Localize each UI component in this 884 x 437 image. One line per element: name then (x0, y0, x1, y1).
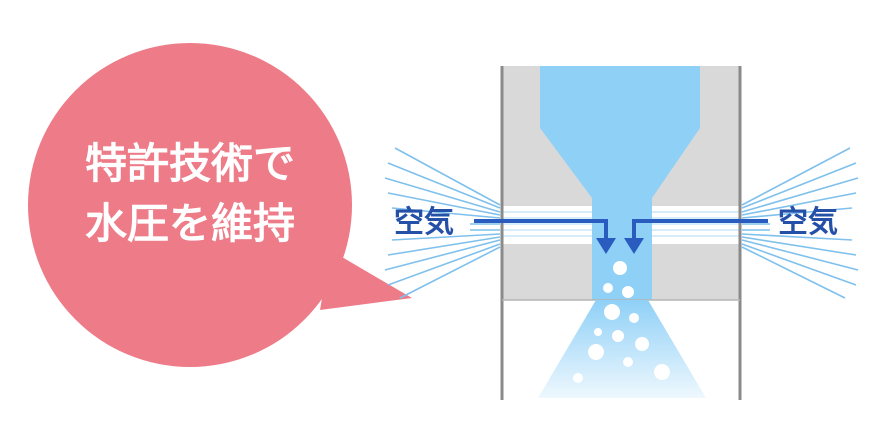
air-label-right: 空気 (778, 205, 838, 240)
air-flow-lines-right (741, 147, 859, 299)
air-arrow-left (474, 219, 616, 254)
speech-bubble-tail (320, 250, 412, 310)
nozzle-body (500, 66, 742, 400)
spray-cone (538, 261, 706, 398)
bubble-text-line2: 水圧を維持 (85, 199, 295, 248)
air-label-left: 空気 (394, 205, 454, 240)
air-arrow-right (624, 219, 768, 254)
speech-bubble: 特許技術で 水圧を維持 (28, 43, 412, 367)
speech-bubble-body (28, 43, 352, 367)
air-flow-lines-left (384, 147, 501, 299)
bubble-text-line1: 特許技術で (85, 139, 295, 188)
water-channel (540, 66, 700, 300)
